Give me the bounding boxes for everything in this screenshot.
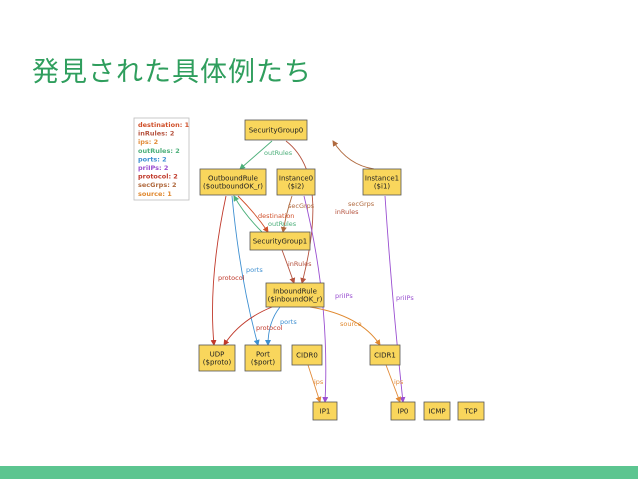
node-label: SecurityGroup1 — [253, 238, 308, 246]
edge-inst0-sg1 — [280, 195, 293, 233]
node-udp: UDP($proto) — [198, 344, 236, 372]
edge-label-outRules: outRules — [264, 149, 293, 157]
node-inst1: Instance1($i1) — [362, 168, 402, 196]
node-ip0: IP0 — [390, 401, 416, 421]
edge-label-priIPs: priIPs — [396, 294, 414, 302]
node-label: ($port) — [251, 359, 276, 367]
node-box — [423, 401, 451, 421]
node-label: CIDR0 — [296, 352, 318, 360]
edges — [210, 140, 406, 403]
node-cidr0: CIDR0 — [291, 344, 323, 366]
node-label: ($proto) — [203, 359, 232, 367]
node-outbound: OutboundRule($outboundOK_r) — [199, 168, 267, 196]
node-box — [291, 344, 323, 366]
node-label: Port — [256, 351, 270, 359]
node-label: TCP — [464, 408, 478, 416]
edge-labels: outRulesdestinationoutRulesprotocolports… — [218, 149, 414, 386]
edge-outbound-udp — [210, 195, 227, 346]
legend-item-ips: ips: 2 — [138, 138, 158, 146]
node-label: CIDR1 — [374, 352, 396, 360]
edge-label-protocol: protocol — [256, 324, 283, 332]
edge-label-ips: ips — [394, 378, 404, 386]
edge-label-priIPs: priIPs — [335, 292, 353, 300]
node-sg0: SecurityGroup0 — [244, 119, 308, 141]
legend-item-protocol: protocol: 2 — [138, 173, 178, 181]
legend-item-inRules: inRules: 2 — [138, 130, 174, 138]
node-box — [249, 231, 311, 251]
edge-label-protocol: protocol — [218, 274, 245, 282]
edge-inbound-cidr1 — [309, 306, 381, 346]
node-box — [312, 401, 338, 421]
node-label: Instance0 — [279, 175, 313, 183]
slide-title: 発見された具体例たち — [32, 57, 312, 88]
node-box — [244, 344, 282, 372]
edge-cidr1-ip0 — [385, 364, 402, 403]
edge-sg1-outbound — [233, 195, 263, 233]
edge-label-source: source — [340, 320, 362, 328]
node-box — [276, 168, 316, 196]
node-label: ($i2) — [288, 183, 305, 191]
node-box — [199, 168, 267, 196]
edge-cidr0-ip1 — [307, 364, 322, 403]
legend-box — [133, 117, 190, 201]
node-label: InboundRule — [273, 288, 317, 296]
node-box — [457, 401, 485, 421]
edge-label-outRules: outRules — [268, 220, 297, 228]
node-label: SecurityGroup0 — [249, 127, 304, 135]
edge-label-secGrps: secGrps — [348, 200, 375, 208]
edge-label-inRules: inRules — [335, 208, 359, 216]
node-label: ($i1) — [374, 183, 391, 191]
node-label: ICMP — [428, 408, 445, 416]
node-box — [244, 119, 308, 141]
node-label: Instance1 — [365, 175, 399, 183]
node-label: OutboundRule — [208, 175, 258, 183]
node-box — [390, 401, 416, 421]
node-icmp: ICMP — [423, 401, 451, 421]
edge-label-ports: ports — [246, 266, 263, 274]
edge-inbound-udp — [223, 306, 273, 346]
edge-label-inRules: inRules — [288, 260, 312, 268]
node-label: ($outboundOK_r) — [203, 183, 263, 191]
legend-item-outRules: outRules: 2 — [138, 147, 180, 155]
node-port: Port($port) — [244, 344, 282, 372]
edge-inst1-ip0 — [384, 195, 406, 403]
node-tcp: TCP — [457, 401, 485, 421]
bottom-accent-bar — [0, 466, 638, 479]
edge-inst1-sg0 — [332, 140, 375, 170]
edge-label-destination: destination — [258, 212, 294, 220]
legend-item-priIPs: priIPs: 2 — [138, 164, 168, 172]
node-inst0: Instance0($i2) — [276, 168, 316, 196]
legend-item-destination: destination: 1 — [138, 121, 190, 129]
nodes: SecurityGroup0OutboundRule($outboundOK_r… — [198, 119, 485, 421]
edge-outbound-port — [231, 195, 260, 346]
node-label: IP0 — [398, 408, 409, 416]
edge-sg0-outbound — [239, 140, 273, 170]
edge-outbound-sg1 — [237, 195, 269, 233]
node-box — [198, 344, 236, 372]
legend-item-secGrps: secGrps: 2 — [138, 181, 177, 189]
legend-item-ports: ports: 2 — [138, 155, 167, 163]
node-label: ($inboundOK_r) — [268, 296, 323, 304]
node-cidr1: CIDR1 — [369, 344, 401, 366]
edge-sg1-inbound — [281, 249, 296, 284]
node-box — [362, 168, 402, 196]
node-label: IP1 — [320, 408, 331, 416]
legend-item-source: source: 1 — [138, 190, 172, 198]
node-inbound: InboundRule($inboundOK_r) — [265, 282, 325, 308]
edge-label-secGrps: secGrps — [288, 202, 315, 210]
node-sg1: SecurityGroup1 — [249, 231, 311, 251]
edge-label-ips: ips — [314, 378, 324, 386]
edge-inbound-port — [265, 306, 281, 346]
node-ip1: IP1 — [312, 401, 338, 421]
node-box — [265, 282, 325, 308]
edge-label-ports: ports — [280, 318, 297, 326]
node-box — [369, 344, 401, 366]
node-label: UDP — [210, 351, 225, 359]
